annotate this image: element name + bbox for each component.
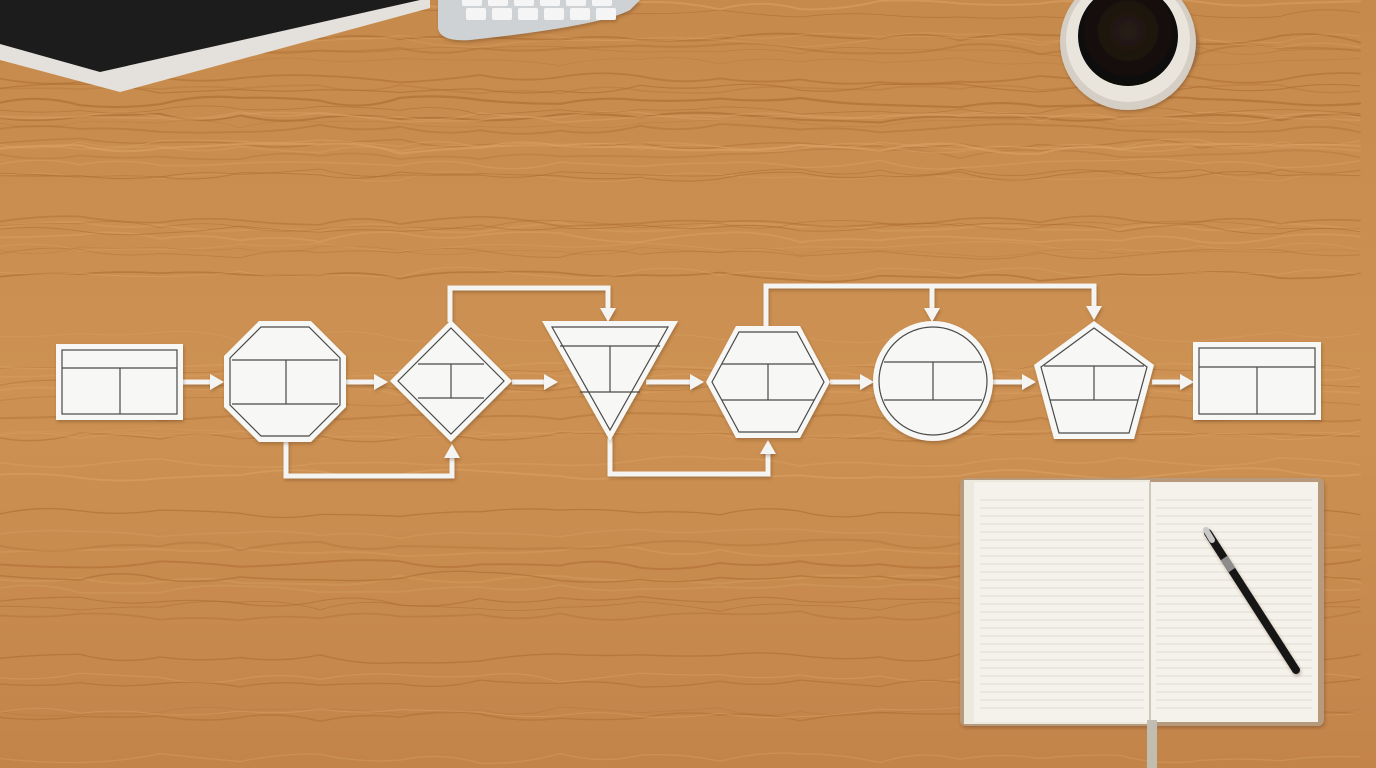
hexagon-card <box>706 326 830 438</box>
grain-line <box>0 142 1362 155</box>
octagon-card <box>224 321 346 442</box>
grain-line <box>0 158 1361 170</box>
keyboard-key <box>566 0 586 6</box>
keyboard <box>438 0 640 41</box>
grain-line <box>0 110 1361 122</box>
grain-line <box>0 266 1361 279</box>
keyboard-key <box>514 0 534 6</box>
monitor-corner <box>0 0 430 92</box>
keyboard-key <box>518 8 538 20</box>
grain-line <box>0 752 1361 765</box>
grain-line <box>0 247 1361 260</box>
grain-line <box>0 241 1361 252</box>
keyboard-key <box>540 0 560 6</box>
flowchart-arrowheads <box>210 306 1194 458</box>
keyboard-key <box>592 0 612 6</box>
keyboard-key <box>596 8 616 20</box>
coffee-mug <box>1060 0 1200 110</box>
keyboard-key <box>492 8 512 20</box>
open-notebook <box>960 478 1324 768</box>
keyboard-key <box>466 8 486 20</box>
rectangle-card-end <box>1193 342 1321 420</box>
grain-line <box>0 270 1361 283</box>
circle-card <box>873 321 993 441</box>
grain-line <box>0 117 1361 129</box>
keyboard-key <box>544 8 564 20</box>
grain-line <box>0 170 1361 183</box>
grain-line <box>0 245 1361 257</box>
grain-line <box>0 168 1361 178</box>
pentagon-card <box>1034 321 1154 439</box>
keyboard-key <box>462 0 482 6</box>
grain-line <box>0 138 1361 151</box>
grain-line <box>0 170 1361 182</box>
grain-line <box>0 455 1361 469</box>
keyboard-key <box>488 0 508 6</box>
grain-line <box>0 123 1361 135</box>
grain-line <box>0 222 1361 236</box>
flowchart-connectors <box>183 283 1184 479</box>
grain-line <box>0 219 1361 232</box>
grain-line <box>0 111 1361 125</box>
grain-line <box>0 141 1361 154</box>
grain-line <box>0 111 1361 124</box>
grain-line <box>0 231 1361 244</box>
keyboard-key <box>570 8 590 20</box>
grain-line <box>0 221 1362 234</box>
inverted-triangle-card <box>542 321 678 441</box>
grain-line <box>0 215 1361 228</box>
grain-line <box>0 148 1361 161</box>
rectangle-card-start <box>56 344 183 420</box>
pen <box>1203 527 1300 674</box>
flowchart-shapes <box>56 320 1321 442</box>
grain-line <box>0 330 1361 343</box>
diamond-card <box>390 320 512 442</box>
